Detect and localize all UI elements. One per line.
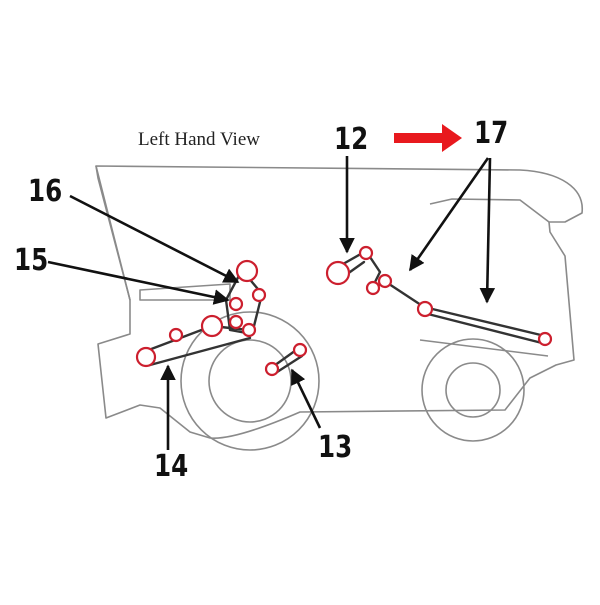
pulley (365, 280, 381, 296)
pulley (228, 314, 244, 330)
front-wheel-inner (208, 339, 292, 423)
side-panel-line (139, 283, 231, 301)
pulley (358, 245, 374, 261)
pulley (228, 296, 244, 312)
pulley (200, 314, 224, 338)
front-wheel-outer (180, 311, 320, 451)
pulley (168, 327, 184, 343)
direction-arrow-icon (394, 124, 462, 152)
rear-wheel-inner (445, 362, 501, 418)
pulley (241, 322, 257, 338)
callout-13: 13 (318, 430, 353, 465)
leader-17a (408, 157, 490, 272)
leader-13 (290, 368, 322, 429)
pulley (135, 346, 157, 368)
leader-arrows (47, 156, 496, 450)
view-title: Left Hand View (138, 129, 260, 150)
grain-tank-edge (95, 165, 131, 301)
leader-15 (47, 260, 230, 305)
pulleys (135, 245, 553, 377)
callout-16: 16 (28, 174, 63, 209)
roof-line (429, 198, 550, 223)
pulley (377, 273, 393, 289)
belt-17-lower (422, 311, 544, 345)
callout-17: 17 (474, 116, 509, 151)
callout-15: 15 (14, 243, 49, 278)
pulley (235, 259, 259, 283)
callout-12: 12 (334, 122, 369, 157)
pulley (251, 287, 267, 303)
pulley (292, 342, 308, 358)
leader-17b (479, 157, 496, 304)
pulley (416, 300, 434, 318)
callout-14: 14 (154, 449, 189, 484)
belt-14-lower (148, 336, 252, 367)
pulley (325, 260, 351, 286)
rear-wheel-outer (421, 338, 525, 442)
belt-drives (144, 249, 547, 376)
machine-outline (95, 165, 583, 451)
belt-17 (422, 305, 547, 338)
pulley (264, 361, 280, 377)
pulley (537, 331, 553, 347)
rear-section-line (419, 339, 549, 357)
leader-16 (69, 194, 240, 284)
machine-body-outline (95, 165, 583, 439)
